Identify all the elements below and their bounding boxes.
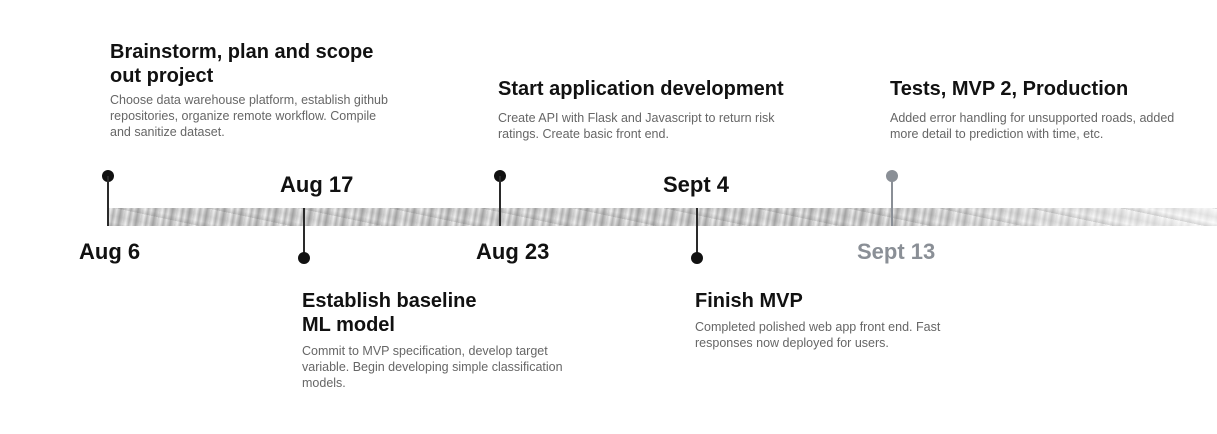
milestone-date: Sept 13	[857, 239, 936, 264]
milestone-connector	[107, 176, 109, 226]
milestone-title: Establish baseline ML model	[302, 290, 477, 336]
milestone-title: Brainstorm, plan and scope out project	[110, 41, 374, 87]
milestone-title: Tests, MVP 2, Production	[890, 78, 1129, 100]
milestone-connector	[303, 208, 305, 258]
milestone-date: Aug 23	[476, 239, 550, 264]
milestone-connector	[696, 208, 698, 258]
milestone-title: Finish MVP	[695, 290, 803, 312]
timeline-bar	[108, 208, 1217, 226]
milestone-marker	[691, 252, 703, 264]
milestone-description: Completed polished web app front end. Fa…	[695, 320, 941, 350]
milestone-connector	[891, 176, 893, 226]
milestone-description: Choose data warehouse platform, establis…	[110, 93, 388, 139]
milestone-description: Commit to MVP specification, develop tar…	[302, 344, 563, 390]
milestone-date: Sept 4	[663, 172, 730, 197]
milestone-marker	[298, 252, 310, 264]
milestone-description: Added error handling for unsupported roa…	[890, 111, 1175, 141]
milestone-date: Aug 6	[79, 239, 141, 264]
milestone-description: Create API with Flask and Javascript to …	[498, 111, 775, 141]
milestone-date: Aug 17	[280, 172, 354, 197]
milestone-connector	[499, 176, 501, 226]
milestone-title: Start application development	[498, 78, 784, 100]
